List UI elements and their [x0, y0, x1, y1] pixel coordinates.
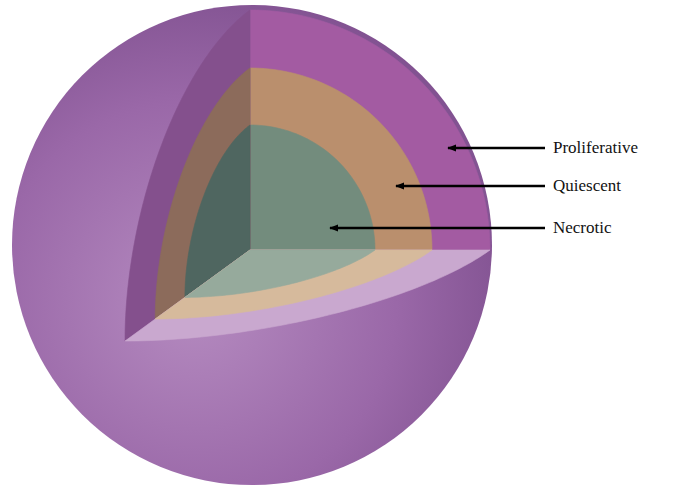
leader-arrow	[448, 147, 545, 150]
cutaway-faces	[125, 10, 490, 341]
sphere-surface	[12, 5, 492, 485]
layer-face	[250, 68, 432, 250]
leader-arrows	[330, 148, 545, 228]
layer-face	[155, 250, 432, 319]
layer-face	[185, 250, 375, 297]
leader-arrow	[330, 227, 545, 230]
layer-label: Necrotic	[553, 218, 612, 238]
layer-label: Quiescent	[553, 176, 621, 196]
layer-face	[125, 250, 490, 341]
leader-arrow	[396, 185, 545, 188]
layer-face	[250, 10, 490, 250]
layer-label: Proliferative	[553, 138, 638, 158]
layer-face	[250, 125, 375, 250]
